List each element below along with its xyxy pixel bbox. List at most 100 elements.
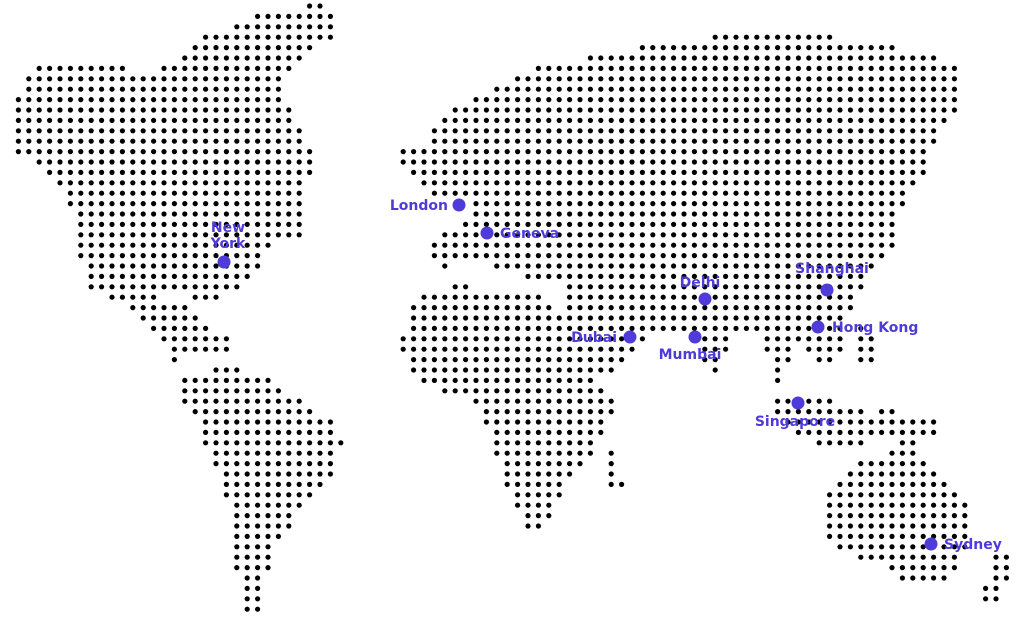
land-dot — [88, 201, 94, 207]
land-dot — [286, 409, 292, 415]
city-dot[interactable] — [623, 330, 637, 344]
land-dot — [47, 138, 53, 144]
land-dot — [931, 117, 937, 123]
city-marker-shanghai[interactable]: Shanghai — [795, 261, 869, 297]
land-dot — [192, 221, 198, 227]
land-dot — [151, 107, 157, 113]
land-dot — [899, 533, 906, 540]
land-dot — [483, 159, 489, 165]
land-dot — [920, 86, 926, 92]
city-marker-delhi[interactable]: Delhi — [680, 275, 721, 306]
land-dot — [140, 159, 146, 165]
land-dot — [577, 336, 583, 342]
land-dot — [556, 450, 562, 456]
city-marker-london[interactable]: London — [390, 198, 466, 214]
land-dot — [619, 336, 625, 342]
city-dot[interactable] — [688, 330, 702, 344]
land-dot — [889, 242, 895, 248]
land-dot — [608, 190, 614, 196]
city-dot[interactable] — [452, 198, 466, 212]
land-dot — [275, 117, 281, 123]
land-dot — [494, 388, 500, 394]
land-dot — [213, 419, 219, 425]
land-dot — [816, 336, 822, 342]
city-marker-dubai[interactable]: Dubai — [571, 330, 637, 346]
land-dot — [265, 45, 271, 51]
land-dot — [255, 461, 261, 467]
city-dot[interactable] — [811, 320, 825, 334]
land-dot — [567, 138, 573, 144]
city-dot[interactable] — [791, 396, 805, 410]
land-dot — [660, 117, 666, 123]
land-dot — [203, 325, 209, 331]
land-dot — [473, 169, 479, 175]
land-dot — [681, 97, 687, 103]
land-dot — [764, 221, 770, 227]
city-dot[interactable] — [820, 283, 834, 297]
land-dot — [244, 398, 250, 404]
land-dot — [837, 45, 843, 51]
land-dot — [88, 273, 94, 279]
land-dot — [754, 294, 760, 300]
land-dot — [265, 107, 271, 113]
land-dot — [504, 294, 510, 300]
land-dot — [223, 169, 229, 175]
land-dot — [619, 138, 625, 144]
land-dot — [88, 86, 94, 92]
land-dot — [515, 190, 521, 196]
land-dot — [192, 159, 198, 165]
land-dot — [650, 284, 656, 290]
land-dot — [837, 273, 843, 279]
land-dot — [317, 429, 323, 435]
land-dot — [213, 76, 219, 82]
city-dot[interactable] — [924, 537, 938, 551]
city-marker-hong-kong[interactable]: Hong Kong — [811, 320, 919, 336]
land-dot — [556, 76, 562, 82]
land-dot — [681, 76, 687, 82]
land-dot — [99, 232, 105, 238]
land-dot — [619, 65, 625, 71]
land-dot — [442, 294, 448, 300]
land-dot — [223, 471, 229, 477]
land-dot — [681, 253, 687, 259]
city-marker-sydney[interactable]: Sydney — [924, 537, 1002, 553]
city-dot[interactable] — [698, 292, 712, 306]
city-marker-geneva[interactable]: Geneva — [480, 226, 560, 242]
land-dot — [151, 201, 157, 207]
city-marker-mumbai[interactable]: Mumbai — [659, 330, 722, 364]
land-dot — [296, 502, 302, 508]
land-dot — [234, 554, 240, 560]
land-dot — [244, 159, 250, 165]
land-dot — [899, 575, 906, 581]
city-marker-singapore[interactable]: Singapore — [755, 396, 835, 431]
land-dot — [723, 284, 729, 290]
land-dot — [161, 76, 167, 82]
land-dot — [920, 117, 926, 123]
land-dot — [431, 190, 437, 196]
land-dot — [712, 180, 718, 186]
land-dot — [723, 221, 729, 227]
land-dot — [577, 232, 583, 238]
land-dot — [671, 211, 677, 217]
land-dot — [567, 263, 573, 269]
land-dot — [775, 253, 781, 259]
land-dot — [99, 138, 105, 144]
land-dot — [743, 201, 750, 207]
city-dot[interactable] — [480, 226, 494, 240]
land-dot — [941, 502, 947, 508]
land-dot — [78, 128, 84, 134]
land-dot — [275, 388, 281, 394]
land-dot — [754, 253, 760, 259]
land-dot — [598, 294, 604, 300]
land-dot — [837, 117, 843, 123]
land-dot — [244, 429, 250, 435]
land-dot — [910, 429, 916, 435]
land-dot — [119, 273, 125, 279]
land-dot — [868, 76, 874, 82]
land-dot — [244, 45, 250, 51]
land-dot — [650, 97, 656, 103]
land-dot — [525, 97, 531, 103]
city-dot[interactable] — [217, 255, 231, 269]
land-dot — [754, 305, 760, 311]
